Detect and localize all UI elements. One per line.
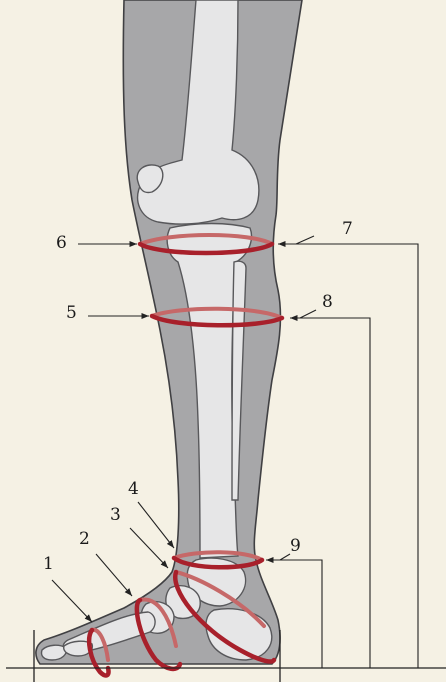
label-1: 1	[43, 554, 54, 574]
arrow-3	[130, 528, 168, 568]
label-4: 4	[128, 479, 139, 499]
label-2: 2	[79, 529, 90, 549]
label-5: 5	[66, 303, 77, 323]
guide-7	[278, 244, 418, 668]
label-3: 3	[110, 505, 121, 525]
toe-bone-1	[41, 645, 66, 660]
label-6: 6	[56, 233, 67, 253]
label-8: 8	[322, 292, 333, 312]
arrow-2	[96, 554, 132, 596]
arrow-4	[138, 502, 174, 548]
leader-7	[296, 236, 314, 244]
label-9: 9	[290, 536, 301, 556]
leg-silhouette	[36, 0, 302, 664]
arrow-1	[52, 580, 92, 622]
leader-8	[300, 310, 316, 318]
label-7: 7	[342, 219, 353, 239]
guide-8	[290, 318, 370, 668]
height-guides	[266, 244, 418, 668]
leader-9	[280, 554, 290, 560]
